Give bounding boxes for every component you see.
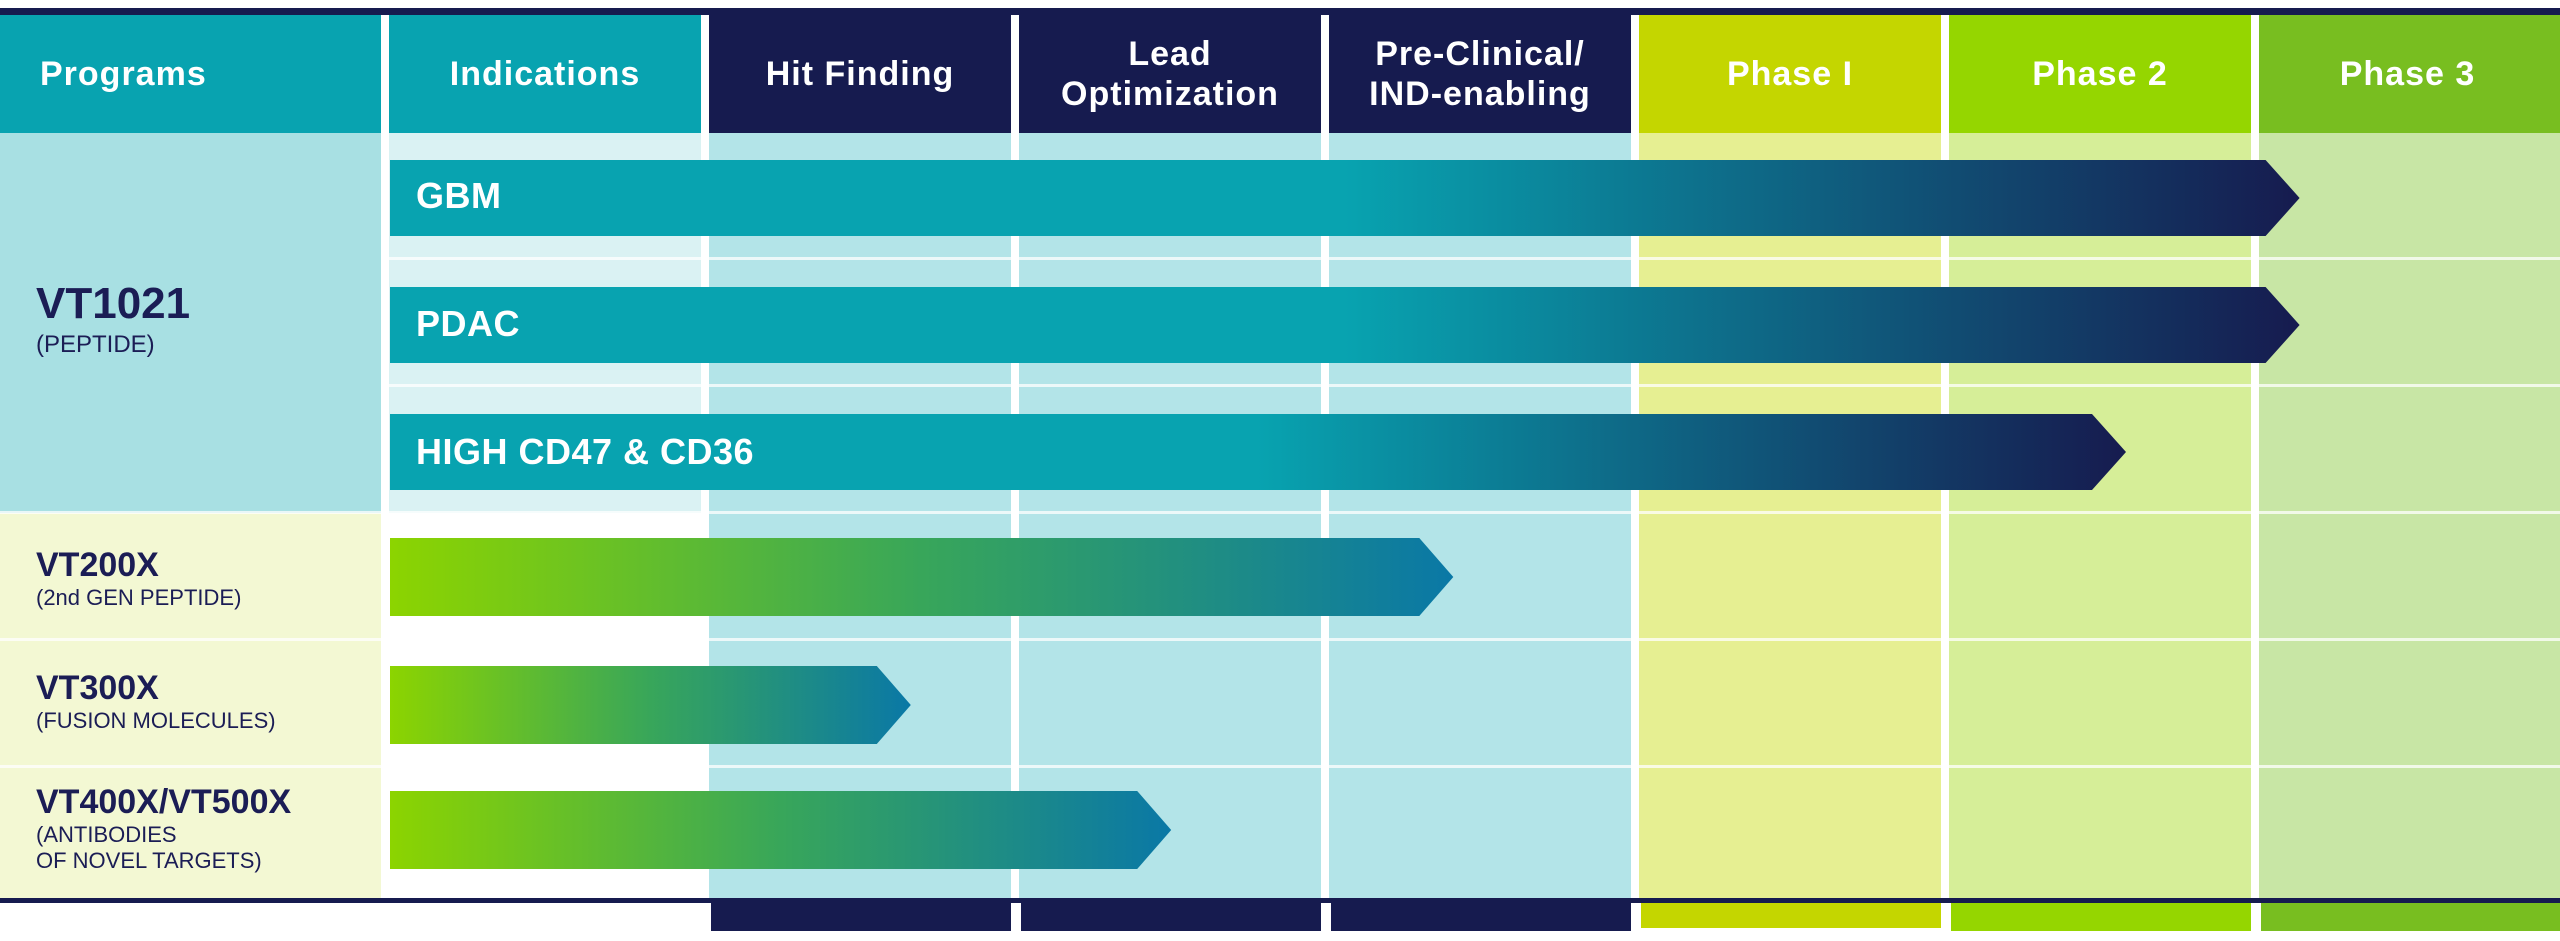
stage-bg-phase-3	[2255, 133, 2560, 900]
stage-bg-hit-finding	[705, 133, 1015, 900]
top-border	[0, 8, 2560, 15]
header-programs: Programs	[0, 15, 385, 133]
stage-bg-pre-clinical	[1325, 133, 1635, 900]
row-divider	[0, 638, 2560, 641]
progress-arrow-pdac	[390, 287, 2300, 363]
footer-tab-hit-finding	[711, 903, 1011, 931]
program-vt1021: VT1021 (PEPTIDE)	[36, 278, 376, 360]
stage-bg-phase-2	[1945, 133, 2255, 900]
program-vt400x-vt500x: VT400X/VT500X (ANTIBODIES OF NOVEL TARGE…	[36, 782, 381, 874]
column-divider	[381, 15, 389, 900]
program-subtitle: (2nd GEN PEPTIDE)	[36, 585, 242, 610]
row-divider	[0, 511, 2560, 514]
program-subtitle: (PEPTIDE)	[36, 331, 155, 358]
footer-tab-lead-optimization	[1021, 903, 1321, 931]
indication-label-high-cd47-cd36: HIGH CD47 & CD36	[416, 431, 755, 472]
progress-arrow-vt400x-vt500x	[390, 791, 1172, 869]
program-vt200x: VT200X (2nd GEN PEPTIDE)	[36, 545, 376, 611]
header-pre-clinical: Pre-Clinical/ IND-enabling	[1325, 15, 1635, 133]
program-vt300x: VT300X (FUSION MOLECULES)	[36, 668, 376, 734]
footer-tab-phase-3	[2261, 903, 2560, 931]
footer-tab-pre-clinical	[1331, 903, 1631, 931]
program-subtitle: (FUSION MOLECULES)	[36, 708, 276, 733]
program-name: VT200X	[36, 546, 159, 584]
header-lead-optimization: Lead Optimization	[1015, 15, 1325, 133]
progress-arrow-gbm	[390, 160, 2300, 236]
footer-tab-phase-2	[1951, 903, 2251, 931]
program-name: VT400X/VT500X	[36, 783, 292, 821]
header-phase-3: Phase 3	[2255, 15, 2560, 133]
header-hit-finding: Hit Finding	[705, 15, 1015, 133]
programs-bg-others	[0, 513, 385, 900]
progress-arrow-vt200x	[390, 538, 1454, 616]
programs-bg-vt1021	[0, 133, 385, 513]
row-divider	[385, 384, 2560, 387]
indication-label-gbm: GBM	[416, 175, 502, 216]
stage-bg-lead-optimization	[1015, 133, 1325, 900]
program-name: VT1021	[36, 279, 191, 328]
program-subtitle: (ANTIBODIES OF NOVEL TARGETS)	[36, 822, 262, 873]
row-divider	[385, 257, 2560, 260]
stage-bg-phase-1	[1635, 133, 1945, 900]
header-phase-1: Phase I	[1635, 15, 1945, 133]
program-name: VT300X	[36, 669, 159, 707]
indication-label-pdac: PDAC	[416, 303, 521, 344]
header-phase-2: Phase 2	[1945, 15, 2255, 133]
column-divider	[2251, 15, 2259, 933]
progress-arrow-vt300x	[390, 666, 911, 744]
progress-arrow-high-cd47-cd36	[390, 414, 2126, 490]
header-indications: Indications	[385, 15, 705, 133]
row-divider	[0, 765, 2560, 768]
footer-tab-phase-1	[1641, 903, 1941, 928]
bottom-border	[0, 898, 2560, 903]
